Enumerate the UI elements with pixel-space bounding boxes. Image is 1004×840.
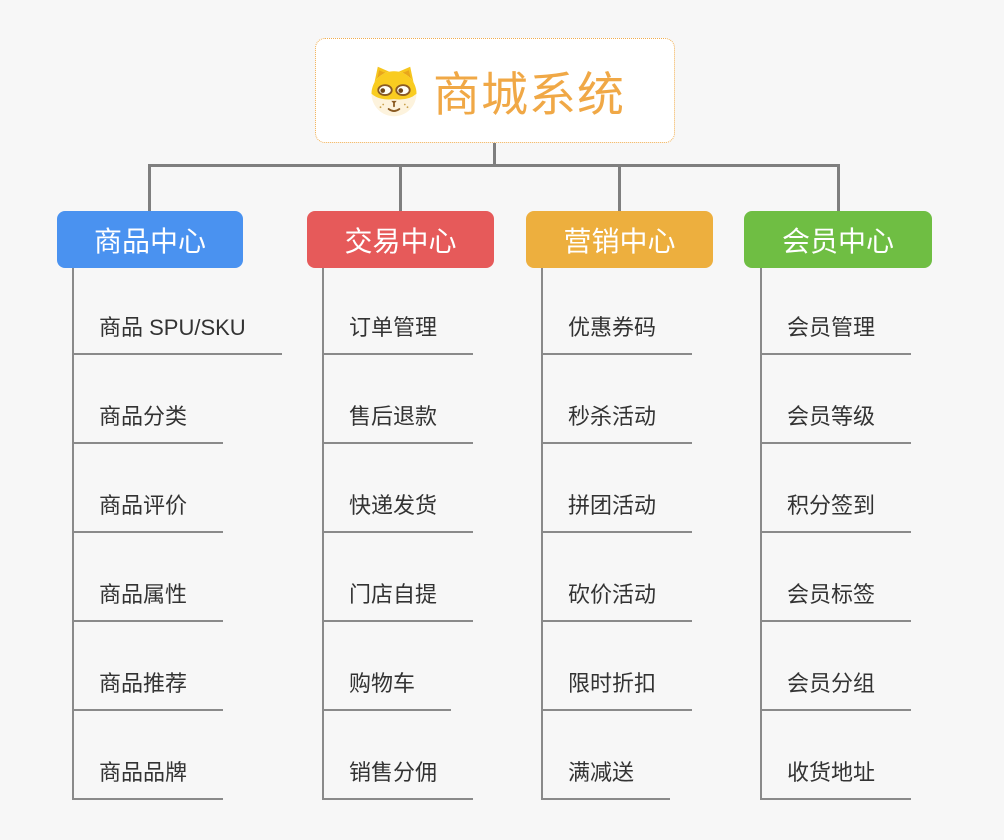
branch-item[interactable]: 快递发货 bbox=[322, 489, 474, 533]
branch-item[interactable]: 限时折扣 bbox=[541, 667, 693, 711]
branch-item[interactable]: 会员分组 bbox=[760, 667, 912, 711]
root-title: 商城系统 bbox=[433, 68, 625, 121]
connector-line bbox=[837, 164, 840, 211]
branch-item[interactable]: 秒杀活动 bbox=[541, 400, 693, 444]
branch-item[interactable]: 订单管理 bbox=[322, 311, 474, 355]
branch-item[interactable]: 满减送 bbox=[541, 756, 671, 800]
connector-line bbox=[493, 143, 496, 167]
branch-item[interactable]: 商品评价 bbox=[72, 489, 224, 533]
branch-item[interactable]: 优惠券码 bbox=[541, 311, 693, 355]
branch-item[interactable]: 门店自提 bbox=[322, 578, 474, 622]
root-node[interactable]: 商城系统 bbox=[315, 38, 675, 143]
trunk-line bbox=[322, 268, 324, 800]
branch-header[interactable]: 营销中心 bbox=[526, 211, 713, 268]
trunk-line bbox=[72, 268, 74, 800]
branch-item[interactable]: 销售分佣 bbox=[322, 756, 474, 800]
branch-header[interactable]: 商品中心 bbox=[57, 211, 243, 268]
branch-item[interactable]: 购物车 bbox=[322, 667, 452, 711]
branch-item[interactable]: 积分签到 bbox=[760, 489, 912, 533]
trunk-line bbox=[760, 268, 762, 800]
connector-line bbox=[399, 164, 402, 211]
branch-item[interactable]: 商品推荐 bbox=[72, 667, 224, 711]
branch-header[interactable]: 会员中心 bbox=[744, 211, 932, 268]
branch-item[interactable]: 商品分类 bbox=[72, 400, 224, 444]
branch-item[interactable]: 砍价活动 bbox=[541, 578, 693, 622]
connector-line bbox=[148, 164, 151, 211]
connector-line bbox=[618, 164, 621, 211]
branch-item[interactable]: 收货地址 bbox=[760, 756, 912, 800]
branch-item[interactable]: 会员等级 bbox=[760, 400, 912, 444]
branch-item[interactable]: 售后退款 bbox=[322, 400, 474, 444]
branch-item[interactable]: 商品品牌 bbox=[72, 756, 224, 800]
branch-header[interactable]: 交易中心 bbox=[307, 211, 494, 268]
dog-face-icon bbox=[365, 64, 423, 118]
branch-item[interactable]: 商品 SPU/SKU bbox=[72, 311, 282, 355]
branch-item[interactable]: 会员管理 bbox=[760, 311, 912, 355]
trunk-line bbox=[541, 268, 543, 800]
branch-item[interactable]: 会员标签 bbox=[760, 578, 912, 622]
branch-item[interactable]: 拼团活动 bbox=[541, 489, 693, 533]
connector-line bbox=[148, 164, 840, 167]
branch-item[interactable]: 商品属性 bbox=[72, 578, 224, 622]
